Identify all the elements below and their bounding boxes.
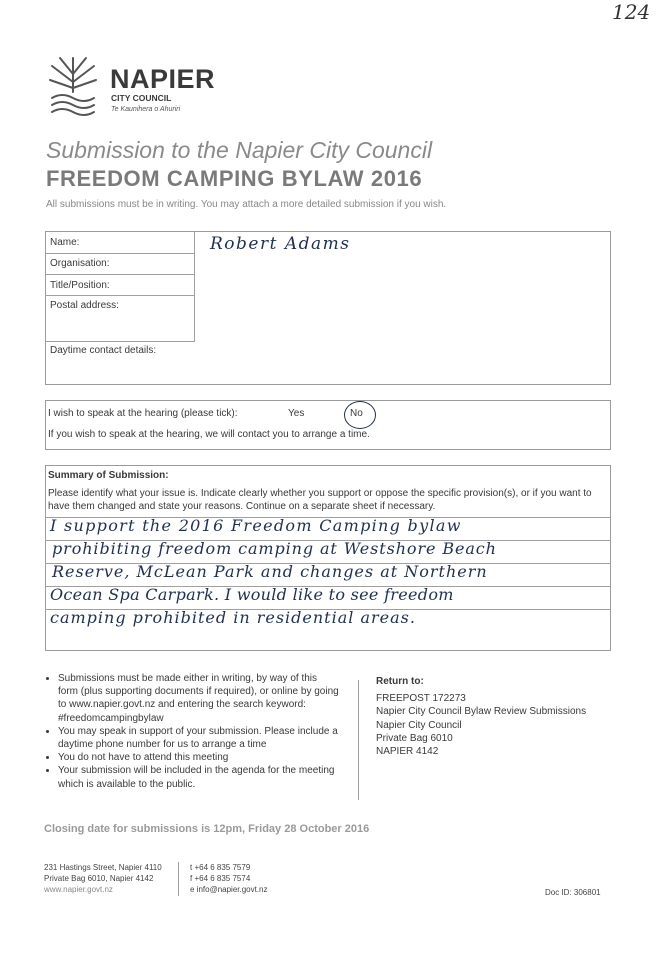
footer-address: 231 Hastings Street, Napier 4110 Private… — [44, 862, 162, 895]
bylaw-title: FREEDOM CAMPING BYLAW 2016 — [46, 166, 423, 191]
footer-web: www.napier.govt.nz — [44, 885, 113, 894]
summary-text-line[interactable]: I support the 2016 Freedom Camping bylaw — [50, 516, 462, 535]
footer-address-line: 231 Hastings Street, Napier 4110 — [44, 863, 162, 872]
organisation-label: Organisation: — [50, 258, 110, 269]
hearing-note: If you wish to speak at the hearing, we … — [48, 429, 370, 440]
return-to-heading: Return to: — [376, 676, 424, 687]
return-line: Private Bag 6010 — [376, 732, 453, 744]
name-field[interactable]: Robert Adams — [210, 234, 351, 254]
notes-list: Submissions must be made either in writi… — [44, 672, 339, 791]
list-item: You may speak in support of your submiss… — [58, 725, 339, 751]
corner-annotation: 124 — [612, 0, 651, 24]
summary-text-line[interactable]: Reserve, McLean Park and changes at Nort… — [52, 562, 488, 581]
divider — [358, 680, 359, 800]
postal-address-label: Postal address: — [50, 300, 119, 311]
napier-logo-icon — [49, 57, 97, 116]
footer-address-line: Private Bag 6010, Napier 4142 — [44, 874, 154, 883]
list-item: Submissions must be made either in writi… — [58, 672, 339, 725]
footer-divider — [178, 862, 179, 896]
summary-box — [45, 465, 611, 651]
footer-contacts: t +64 6 835 7579 f +64 6 835 7574 e info… — [190, 862, 268, 895]
return-to-block: Return to: FREEPOST 172273 Napier City C… — [376, 675, 616, 758]
title-position-label: Title/Position: — [50, 280, 110, 291]
logo-name: NAPIER — [110, 64, 216, 94]
doc-id: Doc ID: 306801 — [545, 888, 601, 897]
logo-maori-name: Te Kaunihera o Ahuriri — [111, 106, 181, 113]
footer-phone: t +64 6 835 7579 — [190, 863, 251, 872]
hearing-yes-option[interactable]: Yes — [288, 408, 305, 419]
name-label: Name: — [50, 237, 80, 248]
summary-text-line[interactable]: camping prohibited in residential areas. — [50, 608, 416, 627]
contact-details-box — [45, 231, 611, 385]
return-line: Napier City Council — [376, 719, 462, 731]
return-line: FREEPOST 172273 — [376, 693, 466, 705]
hearing-no-option[interactable]: No — [350, 408, 363, 419]
hearing-no-circle[interactable] — [344, 401, 376, 429]
return-line: Napier City Council Bylaw Review Submiss… — [376, 706, 587, 718]
footer-fax: f +64 6 835 7574 — [190, 874, 251, 883]
summary-text-line[interactable]: prohibiting freedom camping at Westshore… — [52, 539, 497, 558]
summary-instruction: Please identify what your issue is. Indi… — [48, 488, 592, 512]
list-item: You do not have to attend this meeting — [58, 751, 339, 764]
return-line: NAPIER 4142 — [376, 746, 439, 758]
list-item: Your submission will be included in the … — [58, 764, 339, 790]
logo-council: CITY COUNCIL — [111, 93, 172, 103]
hearing-box — [45, 400, 611, 450]
writing-note: All submissions must be in writing. You … — [46, 199, 447, 210]
summary-heading: Summary of Submission: — [48, 470, 169, 481]
page-title: Submission to the Napier City Council — [46, 137, 433, 163]
hearing-question: I wish to speak at the hearing (please t… — [48, 408, 238, 419]
footer-email: e info@napier.govt.nz — [190, 885, 268, 894]
summary-text-line[interactable]: Ocean Spa Carpark. I would like to see f… — [50, 585, 454, 604]
daytime-contact-label: Daytime contact details: — [50, 345, 157, 356]
closing-date: Closing date for submissions is 12pm, Fr… — [44, 823, 370, 835]
